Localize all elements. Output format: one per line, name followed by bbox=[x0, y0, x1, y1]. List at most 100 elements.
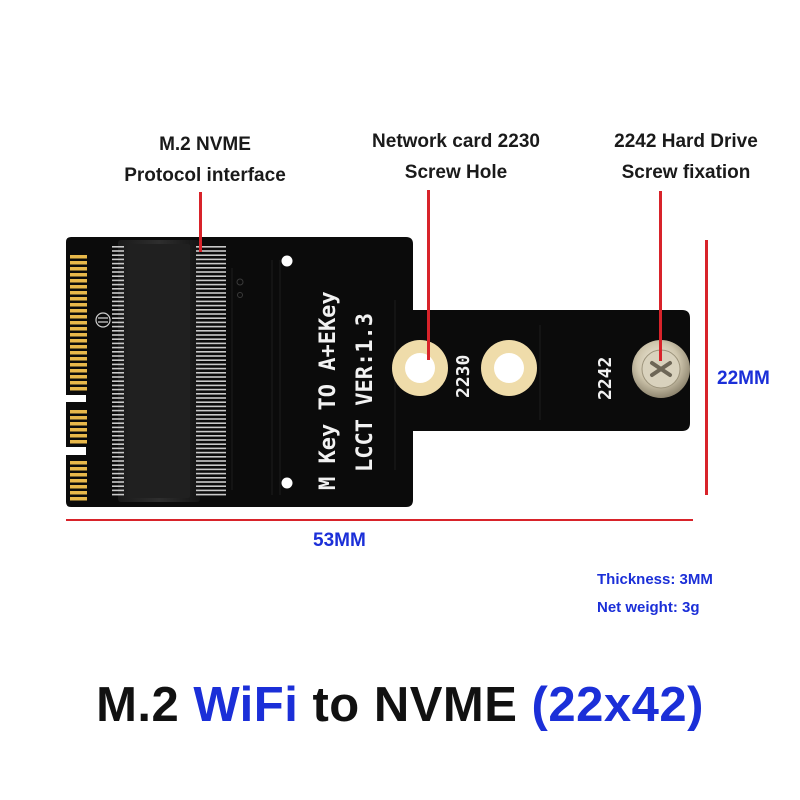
gold-contact bbox=[70, 428, 87, 432]
socket-pin bbox=[196, 309, 226, 311]
socket-pin bbox=[196, 439, 226, 441]
socket-pin bbox=[196, 363, 226, 366]
socket-pin bbox=[196, 338, 226, 340]
height-dimension-label: 22MM bbox=[717, 368, 770, 389]
socket-pin bbox=[112, 309, 124, 311]
socket-pin bbox=[196, 447, 226, 450]
socket-pin bbox=[196, 283, 226, 286]
socket-pin bbox=[196, 288, 226, 290]
socket-pin bbox=[196, 464, 226, 466]
socket-pin bbox=[112, 355, 124, 357]
socket-pin bbox=[112, 405, 124, 408]
socket-pin bbox=[112, 279, 124, 282]
gold-contact bbox=[70, 327, 87, 331]
gold-contact bbox=[70, 309, 87, 313]
gold-contact bbox=[70, 291, 87, 295]
gold-contact bbox=[70, 387, 87, 391]
socket-pin bbox=[196, 435, 226, 437]
gold-contact bbox=[70, 297, 87, 301]
width-dimension-label: 53MM bbox=[313, 530, 366, 551]
socket-pin bbox=[112, 468, 124, 471]
socket-pin bbox=[196, 367, 226, 370]
height-dimension-line bbox=[705, 240, 708, 495]
gold-contact bbox=[70, 473, 87, 477]
socket-pin bbox=[112, 443, 124, 445]
socket-pin bbox=[112, 414, 124, 416]
socket-pin bbox=[112, 321, 124, 324]
socket-pin bbox=[112, 493, 124, 496]
gold-contact bbox=[70, 410, 87, 414]
socket-pin bbox=[196, 376, 226, 378]
socket-pin bbox=[196, 267, 226, 269]
socket-pin bbox=[196, 384, 226, 387]
weight-spec: Net weight: 3g bbox=[597, 599, 700, 616]
socket-pin bbox=[112, 397, 124, 399]
label-2242: 2242 bbox=[595, 357, 616, 400]
width-dimension-line bbox=[66, 519, 693, 521]
gold-contact bbox=[70, 321, 87, 325]
socket-pin bbox=[112, 346, 124, 349]
socket-pin bbox=[112, 359, 124, 361]
socket-pin bbox=[112, 275, 124, 277]
socket-pin bbox=[112, 430, 124, 433]
socket-pin bbox=[112, 300, 124, 303]
gold-contact bbox=[70, 461, 87, 465]
socket-pin bbox=[196, 262, 226, 265]
socket-pin bbox=[196, 485, 226, 487]
socket-pin bbox=[112, 288, 124, 290]
screw-fix-2242-line2: Screw fixation bbox=[621, 162, 751, 183]
socket-pin bbox=[196, 401, 226, 403]
socket-pin bbox=[196, 346, 226, 349]
screw-hole-2230-line1: Network card 2230 bbox=[372, 131, 540, 152]
title-part-wifi: WiFi bbox=[193, 678, 299, 732]
socket-pin bbox=[196, 279, 226, 282]
title-part-to-nvme: to NVME bbox=[298, 678, 532, 732]
leader-line-2242 bbox=[659, 191, 662, 361]
socket-pin bbox=[112, 317, 124, 319]
gold-contact bbox=[70, 497, 87, 501]
gold-contact bbox=[70, 363, 87, 367]
socket-pin bbox=[112, 334, 124, 336]
socket-pin bbox=[112, 401, 124, 403]
socket-pin bbox=[112, 338, 124, 340]
socket-pin bbox=[112, 376, 124, 378]
gold-contact bbox=[70, 357, 87, 361]
socket-pin bbox=[196, 481, 226, 483]
socket-pin bbox=[196, 300, 226, 303]
socket-pin bbox=[196, 342, 226, 345]
socket-pin bbox=[112, 477, 124, 479]
socket-pin bbox=[112, 250, 124, 252]
socket-pin bbox=[112, 426, 124, 429]
socket-pin bbox=[112, 464, 124, 466]
socket-pin bbox=[196, 472, 226, 475]
screw-fix-2242-line1: 2242 Hard Drive bbox=[614, 131, 758, 152]
socket-pin bbox=[112, 342, 124, 345]
socket-pin bbox=[112, 363, 124, 366]
socket-pin bbox=[196, 426, 226, 429]
socket-pin bbox=[112, 456, 124, 458]
socket-pin bbox=[112, 388, 124, 391]
gold-contact bbox=[70, 255, 87, 259]
socket-pin bbox=[196, 334, 226, 336]
socket-pin bbox=[196, 304, 226, 307]
gold-contact bbox=[70, 345, 87, 349]
gold-contact bbox=[70, 315, 87, 319]
socket-pin bbox=[112, 439, 124, 441]
socket-pin bbox=[196, 380, 226, 382]
socket-pin bbox=[196, 493, 226, 496]
socket-pin bbox=[112, 271, 124, 273]
nvme-interface-callout: M.2 NVME Protocol interface bbox=[110, 129, 300, 191]
socket-pin bbox=[112, 292, 124, 294]
title-part-m2: M.2 bbox=[96, 678, 194, 732]
socket-pin bbox=[196, 325, 226, 328]
title-part-size: (22x42) bbox=[531, 678, 704, 732]
gold-contact bbox=[70, 369, 87, 373]
socket-pin bbox=[112, 372, 124, 374]
gold-contact bbox=[70, 422, 87, 426]
socket-pin bbox=[112, 489, 124, 492]
socket-pin bbox=[196, 246, 226, 248]
leader-line-2230 bbox=[427, 190, 430, 360]
mount-hole-top bbox=[281, 255, 293, 267]
socket-pin bbox=[196, 254, 226, 256]
gold-contact bbox=[70, 491, 87, 495]
